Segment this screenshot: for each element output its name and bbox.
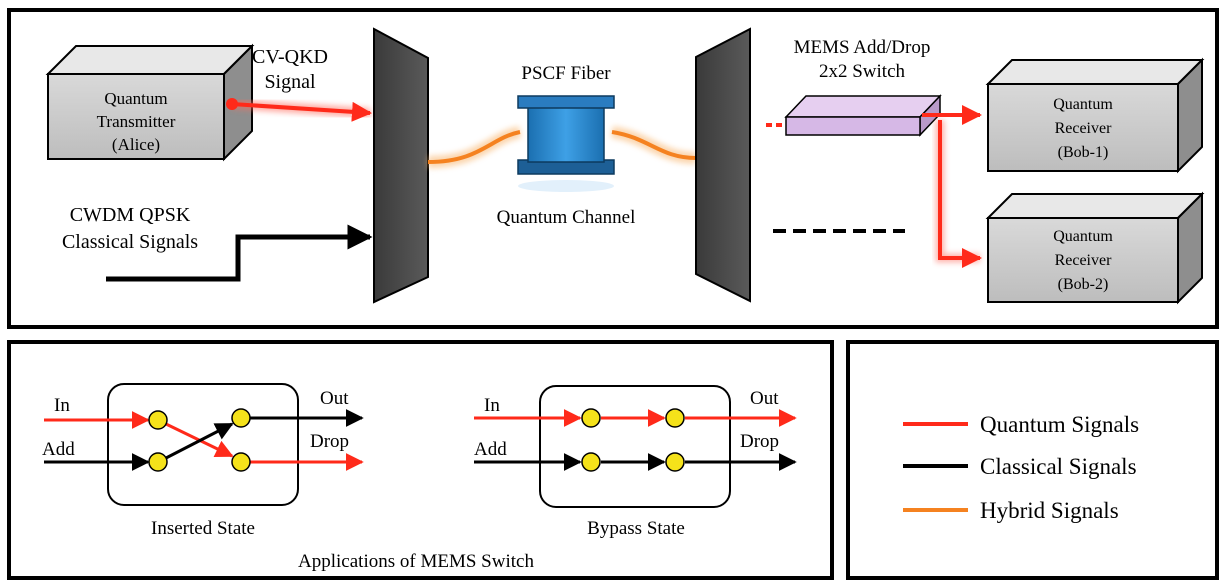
mems-label-2: 2x2 Switch	[819, 61, 906, 82]
fiber-label: PSCF Fiber	[521, 63, 611, 84]
classical-signals-arrow	[106, 224, 373, 282]
cvqkd-signal-arrow	[226, 98, 372, 122]
transmitter-label-1: Quantum	[104, 89, 167, 108]
bypass-node	[581, 408, 601, 428]
multiplexer-panel	[373, 27, 429, 304]
inserted-node	[231, 408, 251, 428]
applications-panel-frame	[7, 340, 834, 580]
bob1-label-3: (Bob-1)	[1058, 144, 1109, 161]
quantum-transmitter-box: Quantum Transmitter (Alice)	[45, 43, 255, 162]
transmitter-label-3: (Alice)	[112, 135, 160, 154]
hybrid-fiber	[427, 126, 697, 168]
quantum-channel-label: Quantum Channel	[497, 207, 636, 228]
legend-classical-label: Classical Signals	[980, 454, 1137, 479]
cwdm-label-1: CWDM QPSK	[70, 204, 191, 226]
cwdm-label-2: Classical Signals	[62, 231, 198, 253]
bypass-switch-box	[539, 385, 731, 508]
mems-switch-block	[784, 94, 942, 137]
bob1-label-2: Receiver	[1055, 120, 1113, 137]
bypass-node	[665, 452, 685, 472]
inserted-drop-label: Drop	[310, 431, 349, 452]
inserted-node	[148, 410, 168, 430]
bob1-label-1: Quantum	[1053, 96, 1113, 113]
bob2-label-2: Receiver	[1055, 252, 1113, 269]
bypass-drop-label: Drop	[740, 431, 779, 452]
bob2-label-3: (Bob-2)	[1058, 276, 1109, 293]
top-panel-frame	[7, 8, 1219, 329]
cvqkd-label-2: Signal	[264, 71, 316, 93]
bypass-node	[581, 452, 601, 472]
inserted-switch-box	[107, 383, 299, 506]
inserted-out-label: Out	[320, 388, 349, 409]
inserted-node	[231, 452, 251, 472]
inserted-node	[148, 452, 168, 472]
quantum-receiver-bob1: Quantum Receiver (Bob-1)	[985, 57, 1205, 174]
legend-quantum-label: Quantum Signals	[980, 412, 1139, 437]
quantum-receiver-bob2: Quantum Receiver (Bob-2)	[985, 191, 1205, 305]
legend: Quantum Signals Classical Signals Hybrid…	[903, 412, 1139, 523]
quantum-output-arrows	[922, 105, 982, 268]
bypass-out-label: Out	[750, 388, 779, 409]
mems-label-1: MEMS Add/Drop	[794, 37, 931, 58]
inserted-state-caption: Inserted State	[151, 518, 255, 539]
applications-title: Applications of MEMS Switch	[298, 551, 534, 572]
cvqkd-label-1: CV-QKD	[252, 46, 328, 68]
bypass-add-label: Add	[474, 439, 507, 460]
bypass-node	[665, 408, 685, 428]
bypass-in-label: In	[484, 395, 500, 416]
legend-panel-frame	[846, 340, 1219, 580]
legend-hybrid-label: Hybrid Signals	[980, 498, 1119, 523]
bob2-label-1: Quantum	[1053, 228, 1113, 245]
transmitter-label-2: Transmitter	[97, 112, 176, 131]
bypass-state-diagram	[474, 385, 797, 508]
inserted-add-label: Add	[42, 439, 75, 460]
inserted-state-diagram	[44, 383, 364, 506]
demultiplexer-panel	[695, 27, 751, 303]
pscf-fiber-spool	[517, 95, 615, 192]
inserted-in-label: In	[54, 395, 70, 416]
bypass-state-caption: Bypass State	[587, 518, 685, 539]
